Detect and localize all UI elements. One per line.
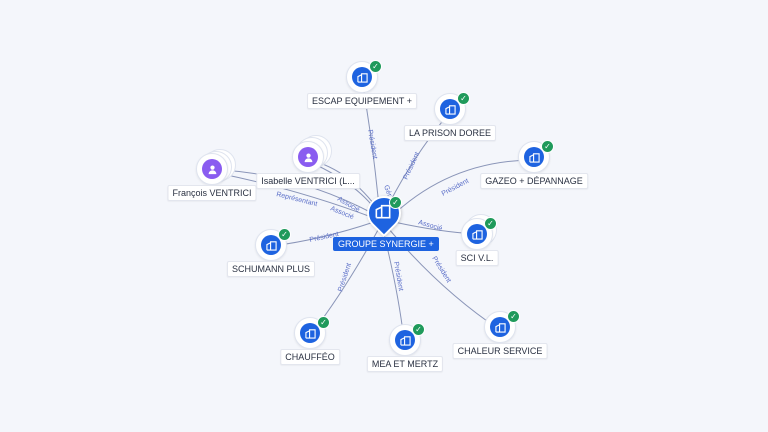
edge-label-sci: Associé — [417, 219, 443, 233]
node-label: Isabelle VENTRICI (L... — [256, 173, 360, 189]
node-label: SCHUMANN PLUS — [226, 261, 316, 277]
verified-check-icon: ✓ — [484, 217, 497, 230]
edge-label-chaleur: Président — [430, 255, 452, 284]
node-label: LA PRISON DOREE — [403, 125, 497, 141]
center-node-label[interactable]: GROUPE SYNERGIE + — [333, 237, 439, 251]
verified-check-icon: ✓ — [541, 140, 554, 153]
link-francois-2 — [221, 173, 375, 219]
verified-check-icon: ✓ — [369, 60, 382, 73]
link-gazeo — [389, 159, 536, 219]
building-icon — [399, 335, 411, 346]
verified-check-icon: ✓ — [389, 196, 402, 209]
building-icon — [471, 229, 483, 240]
building-icon — [494, 322, 506, 333]
verified-check-icon: ✓ — [317, 316, 330, 329]
verified-check-icon: ✓ — [507, 310, 520, 323]
person-icon — [208, 165, 216, 174]
verified-check-icon: ✓ — [457, 92, 470, 105]
edge-label-escap: Président — [366, 129, 378, 159]
person-icon — [304, 153, 312, 162]
building-icon — [304, 328, 316, 339]
building-icon — [265, 240, 277, 251]
node-label: SCI V.L. — [455, 250, 499, 266]
edge-label-gazeo: Président — [441, 178, 470, 198]
edge-label-prison: Président — [402, 151, 421, 181]
building-icon — [444, 104, 456, 115]
node-label: MEA ET MERTZ — [366, 356, 444, 372]
edge-label-francois-1: Représentant — [276, 191, 319, 208]
node-label: GAZEO + DÉPANNAGE — [480, 173, 588, 189]
node-label: CHALEUR SERVICE — [452, 343, 548, 359]
building-icon — [528, 152, 540, 163]
building-icon — [356, 72, 368, 83]
node-label: François VENTRICI — [167, 185, 257, 201]
node-label: CHAUFFÉO — [280, 349, 340, 365]
verified-check-icon: ✓ — [412, 323, 425, 336]
node-label: ESCAP EQUIPEMENT + — [307, 93, 417, 109]
building-icon — [375, 204, 391, 219]
verified-check-icon: ✓ — [278, 228, 291, 241]
